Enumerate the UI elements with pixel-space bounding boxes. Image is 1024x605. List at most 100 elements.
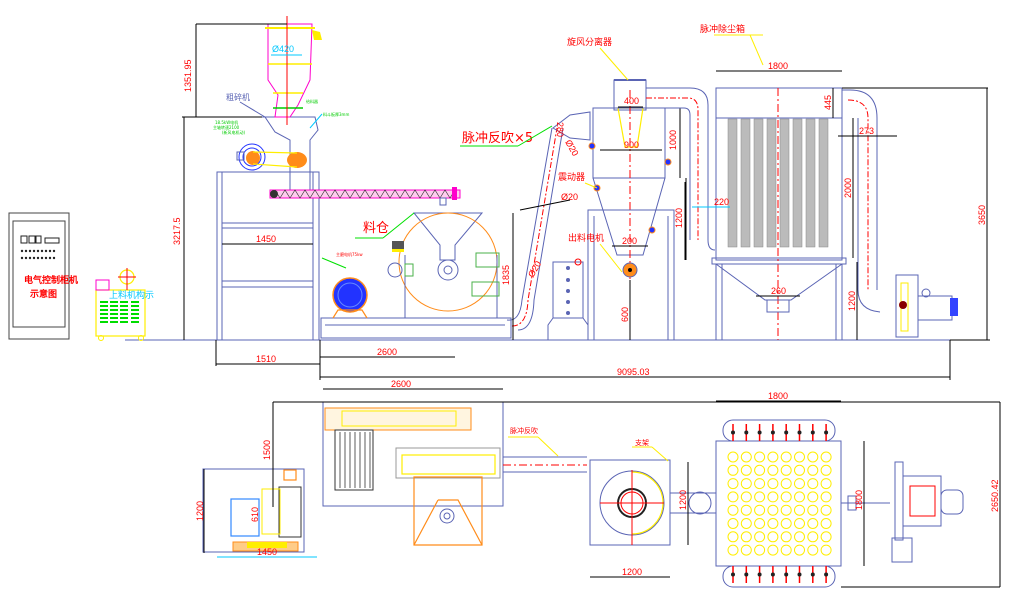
filter-bag	[727, 504, 739, 516]
plan-dim-2650-42: 2650.42	[990, 479, 1000, 512]
filter-bag	[794, 504, 805, 516]
cabinet-label: 电气控制柜机	[24, 274, 78, 286]
valve-head	[810, 430, 815, 435]
valve-head	[824, 572, 829, 577]
plan-cyclone	[589, 459, 671, 546]
dim-220: 220	[714, 197, 729, 207]
filter-bag	[820, 544, 832, 556]
valve-head	[744, 430, 749, 435]
pulse-dust-collector: 脉冲除尘箱	[700, 23, 847, 340]
motor-note-3: (新风电机动)	[222, 129, 246, 135]
valve-head	[797, 430, 802, 435]
motor-note-1: 18.5kW电机	[215, 119, 238, 125]
dim-3217-5: 3217.5	[172, 217, 182, 245]
filter-bag	[727, 478, 739, 490]
feeding-cart: 上料机构示	[95, 268, 154, 341]
cart-note: 上料机构示	[109, 289, 154, 300]
filter-bag	[754, 544, 766, 556]
filter-bag	[794, 544, 805, 556]
crusher-frame	[216, 171, 320, 341]
filter-bag	[740, 491, 752, 503]
dim-3650: 3650	[977, 205, 987, 225]
filter-bag	[767, 504, 779, 516]
filter-bag	[727, 518, 739, 529]
filter-bag	[794, 451, 805, 463]
filter-bag	[727, 491, 739, 503]
filter-bag	[740, 531, 752, 543]
filter-bag	[727, 544, 739, 556]
coarse-crusher: Ø420 给料器 料斗板厚3mm 18.5kW电机 主轴转速2100 (新风电机…	[213, 16, 349, 191]
plan-dim-1500: 1500	[262, 440, 272, 460]
filter-bag	[754, 478, 766, 490]
filter-bag-grid	[727, 451, 832, 556]
filter-bag	[767, 531, 779, 543]
valve-head	[757, 572, 762, 577]
filter-bag	[794, 531, 805, 543]
filter-bag	[780, 464, 792, 476]
valve-head	[744, 572, 749, 577]
main-mill: 主磨电机75kw 料仓	[320, 212, 512, 339]
filter-bag	[807, 544, 819, 556]
filter-bag	[767, 518, 779, 529]
filter-bag	[767, 491, 779, 503]
valve-head	[810, 572, 815, 577]
filter-bag	[780, 531, 792, 543]
filter-bag	[780, 504, 792, 516]
plan-dim-1200-left: 1200	[195, 501, 205, 521]
filter-bag	[727, 531, 739, 543]
feeder-note: 给料器	[306, 98, 318, 104]
dim-1200-cyclone: 1200	[674, 208, 684, 228]
filter-bag	[727, 464, 739, 476]
filter-bag	[740, 451, 752, 463]
filter-bag	[740, 518, 752, 529]
filter-bag	[740, 504, 752, 516]
valve-head	[824, 430, 829, 435]
filter-bag	[807, 478, 819, 490]
dim-1450-elev: 1450	[256, 234, 276, 244]
filter-bag	[794, 478, 805, 490]
pulse-valves	[731, 424, 829, 583]
plan-pulse-backflush-label: 脉冲反吹	[510, 426, 538, 435]
filter-bag	[780, 491, 792, 503]
filter-bag	[820, 491, 832, 503]
dim-280: 280	[555, 122, 565, 137]
dim-9095-03: 9095.03	[617, 367, 650, 377]
plan-view: 脉冲反吹 支架 2600 1500	[195, 379, 1001, 588]
filter-bag	[807, 464, 819, 476]
filter-bag	[767, 464, 779, 476]
dim-260: 260	[771, 286, 786, 296]
valve-head	[731, 430, 735, 435]
motor-note-2: 主轴转速2100	[213, 124, 240, 130]
dim-200: 200	[622, 236, 637, 246]
dim-phi420: Ø420	[272, 44, 294, 54]
filter-bag	[754, 518, 766, 529]
cyclone-separator: 旋风分离器 震动器 出料电机 400 900 1000 1200 200 600	[558, 36, 687, 341]
dim-2000: 2000	[843, 178, 853, 198]
elevation-view: 电气控制柜机 示意图 上料机构示	[8, 16, 990, 380]
filter-bag	[807, 451, 819, 463]
filter-bag	[807, 491, 819, 503]
filter-bag	[754, 451, 766, 463]
plan-dim-1200-cyc-h: 1200	[622, 567, 642, 577]
bin-label: 料仓	[363, 221, 389, 236]
valve-head	[757, 430, 762, 435]
plan-dim-1800-top: 1800	[768, 391, 788, 401]
conveying-pipe: 脉冲反吹×5 280 Ø20 Ø20 Ø20	[460, 111, 591, 331]
filter-bag	[754, 531, 766, 543]
dim-1200-right: 1200	[847, 291, 857, 311]
valve-head	[784, 430, 789, 435]
dim-273: 273	[859, 126, 874, 136]
filter-bag	[767, 478, 779, 490]
filter-bag	[807, 518, 819, 529]
filter-bag	[820, 518, 832, 529]
dim-phi20-b: Ø20	[561, 192, 578, 202]
plate-note: 料斗板厚3mm	[323, 111, 349, 117]
filter-bag	[794, 518, 805, 529]
exhaust-fan	[842, 89, 958, 338]
valve-head	[784, 572, 789, 577]
plan-crusher-base	[202, 468, 305, 553]
valve-head	[731, 572, 735, 577]
filter-bag	[767, 544, 779, 556]
filter-bag	[820, 504, 832, 516]
